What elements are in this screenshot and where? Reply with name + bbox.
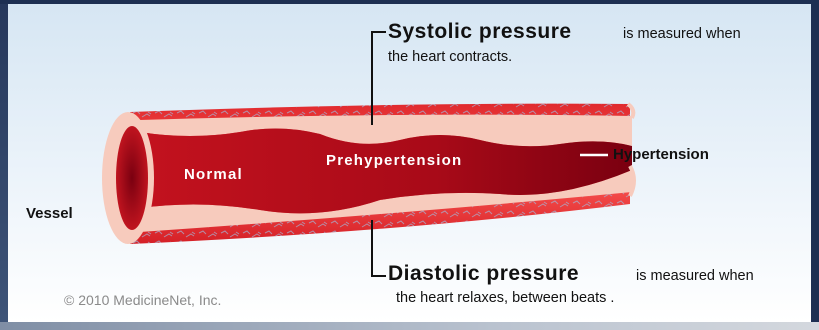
prehypertension-label: Prehypertension xyxy=(326,152,462,169)
systolic-title: Systolic pressure xyxy=(388,20,572,44)
bottom-frame-strip xyxy=(0,322,819,330)
left-frame-strip xyxy=(0,4,8,322)
vessel-opening xyxy=(116,126,148,230)
systolic-desc-1: is measured when xyxy=(623,26,741,42)
vessel-label: Vessel xyxy=(26,205,73,222)
hypertension-label: Hypertension xyxy=(613,146,709,163)
diastolic-desc-1: is measured when xyxy=(636,268,754,284)
diastolic-desc-2: the heart relaxes, between beats . xyxy=(396,290,614,306)
copyright-notice: © 2010 MedicineNet, Inc. xyxy=(64,292,221,308)
normal-label: Normal xyxy=(184,166,243,183)
diastolic-title: Diastolic pressure xyxy=(388,262,579,286)
systolic-desc-2: the heart contracts. xyxy=(388,49,512,65)
diagram-panel: Systolic pressure is measured when the h… xyxy=(8,4,811,322)
